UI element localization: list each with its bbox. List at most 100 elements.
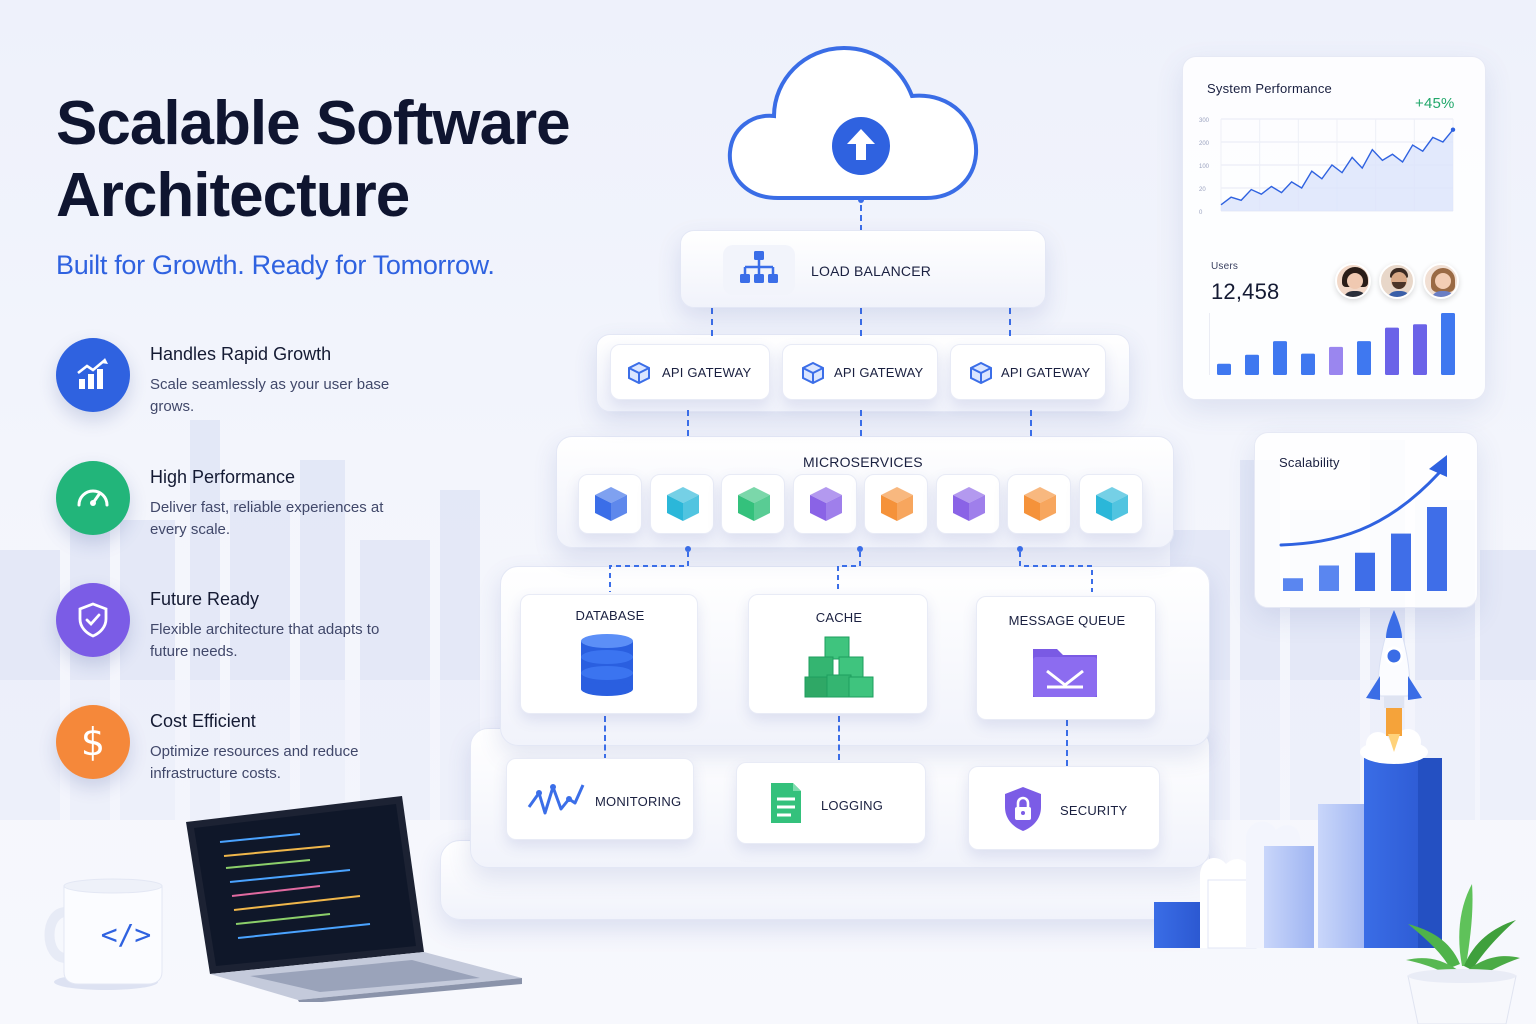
y-tick-label: 300 <box>1199 118 1210 124</box>
api-gateway-label: API GATEWAY <box>1001 365 1091 380</box>
message-queue-card[interactable]: MESSAGE QUEUE <box>976 596 1156 720</box>
microservice-card[interactable] <box>578 474 642 534</box>
cube-icon <box>802 361 824 385</box>
inbox-icon <box>1033 649 1097 697</box>
feature-desc: Deliver fast, reliable experiences at ev… <box>150 499 384 538</box>
page-title-line1: Scalable Software <box>56 89 571 158</box>
users-bar <box>1273 341 1287 375</box>
database-label: DATABASE <box>575 608 645 623</box>
city-skyline-background <box>0 420 1536 820</box>
feature-desc: Scale seamlessly as your user base grows… <box>150 376 390 415</box>
scalability-bar <box>1283 578 1303 591</box>
dollar-icon: $ <box>56 705 130 779</box>
y-tick-label: 200 <box>1199 141 1210 147</box>
potted-plant-icon <box>1406 884 1520 1024</box>
growth-chart-icon <box>56 338 130 412</box>
microservice-card[interactable] <box>721 474 785 534</box>
laptop-icon <box>186 796 522 1002</box>
monitoring-card[interactable]: MONITORING <box>506 758 694 840</box>
load-balancer-card[interactable]: LOAD BALANCER <box>680 230 1046 308</box>
y-tick-label: 20 <box>1199 187 1206 193</box>
database-icon <box>581 634 633 696</box>
load-balancer-label: LOAD BALANCER <box>811 263 932 279</box>
users-bar-chart <box>1209 313 1455 375</box>
y-tick-label: 100 <box>1199 164 1210 170</box>
feature-title: Handles Rapid Growth <box>150 344 332 364</box>
security-shield-icon <box>1005 787 1041 831</box>
avatar <box>1335 263 1371 299</box>
security-card[interactable]: SECURITY <box>968 766 1160 850</box>
microservice-card[interactable] <box>935 474 1000 534</box>
document-icon <box>771 783 801 823</box>
page-title-line2: Architecture <box>56 161 410 230</box>
logging-label: LOGGING <box>821 798 884 813</box>
feature-cost-efficient: $ Cost Efficient Optimize resources and … <box>56 705 416 805</box>
api-gateway-card-1[interactable]: API GATEWAY <box>610 344 770 400</box>
monitoring-chart-icon <box>527 784 585 815</box>
cache-cubes-icon <box>804 636 874 698</box>
database-card[interactable]: DATABASE <box>520 594 698 714</box>
users-bar <box>1301 353 1315 375</box>
message-queue-label: MESSAGE QUEUE <box>1008 613 1126 628</box>
microservice-cube-icon <box>595 487 627 521</box>
users-bar <box>1385 327 1399 375</box>
users-bar <box>1357 341 1371 375</box>
users-bar <box>1217 363 1231 375</box>
microservice-card[interactable] <box>1007 474 1071 534</box>
api-gateway-label: API GATEWAY <box>662 365 752 380</box>
microservice-card[interactable] <box>1078 474 1143 534</box>
avatar <box>1423 263 1459 299</box>
speedometer-icon <box>56 461 130 535</box>
feature-title: Future Ready <box>150 589 260 609</box>
microservice-cube-icon <box>738 487 770 521</box>
feature-desc: Optimize resources and reduce infrastruc… <box>150 743 359 782</box>
monitoring-label: MONITORING <box>595 794 682 809</box>
cube-icon <box>970 361 992 385</box>
cloud-icon[interactable] <box>722 40 984 206</box>
users-bar <box>1245 354 1259 375</box>
avatar <box>1379 263 1415 299</box>
scalability-bar <box>1355 552 1375 591</box>
microservice-cube-icon <box>1024 487 1056 521</box>
api-gateway-card-2[interactable]: API GATEWAY <box>782 344 938 400</box>
performance-area <box>1221 129 1453 211</box>
performance-change-badge: +45% <box>1415 95 1455 112</box>
users-bar <box>1329 346 1343 375</box>
microservice-connectors <box>609 552 1093 592</box>
page-title: Scalable Software Architecture <box>56 88 616 232</box>
microservice-cube-icon <box>952 487 985 521</box>
scalability-bar <box>1427 507 1447 591</box>
cube-icon <box>628 361 650 385</box>
shield-check-icon <box>56 583 130 657</box>
users-label: Users <box>1211 261 1239 272</box>
api-gateway-card-3[interactable]: API GATEWAY <box>950 344 1106 400</box>
microservice-card[interactable] <box>864 474 928 534</box>
scalability-bar-chart <box>1279 455 1447 591</box>
coffee-mug-icon: </> <box>44 878 163 990</box>
security-label: SECURITY <box>1060 803 1128 818</box>
scalability-panel: Scalability <box>1254 432 1478 608</box>
feature-title: High Performance <box>150 467 296 487</box>
scalability-bar <box>1391 533 1411 591</box>
arrow-head-icon <box>1429 455 1447 477</box>
users-bar <box>1441 313 1455 375</box>
users-count: 12,458 <box>1211 279 1280 304</box>
performance-end-point <box>1450 127 1456 132</box>
api-gateway-label: API GATEWAY <box>834 365 924 380</box>
cache-label: CACHE <box>815 610 863 625</box>
microservice-card[interactable] <box>792 474 857 534</box>
network-icon <box>723 245 795 295</box>
users-bar <box>1413 324 1427 375</box>
performance-title: System Performance <box>1207 81 1332 96</box>
page-subtitle: Built for Growth. Ready for Tomorrow. <box>56 250 495 280</box>
microservice-cube-icon <box>666 487 699 521</box>
logging-card[interactable]: LOGGING <box>736 762 926 844</box>
cache-card[interactable]: CACHE <box>748 594 928 714</box>
rocket-growth-illustration <box>1154 608 1442 949</box>
feature-desc: Flexible architecture that adapts to fut… <box>150 621 380 660</box>
microservice-card[interactable] <box>649 474 714 534</box>
scalability-bar <box>1319 565 1339 591</box>
feature-title: Cost Efficient <box>150 711 256 731</box>
microservice-cube-icon <box>809 487 842 521</box>
